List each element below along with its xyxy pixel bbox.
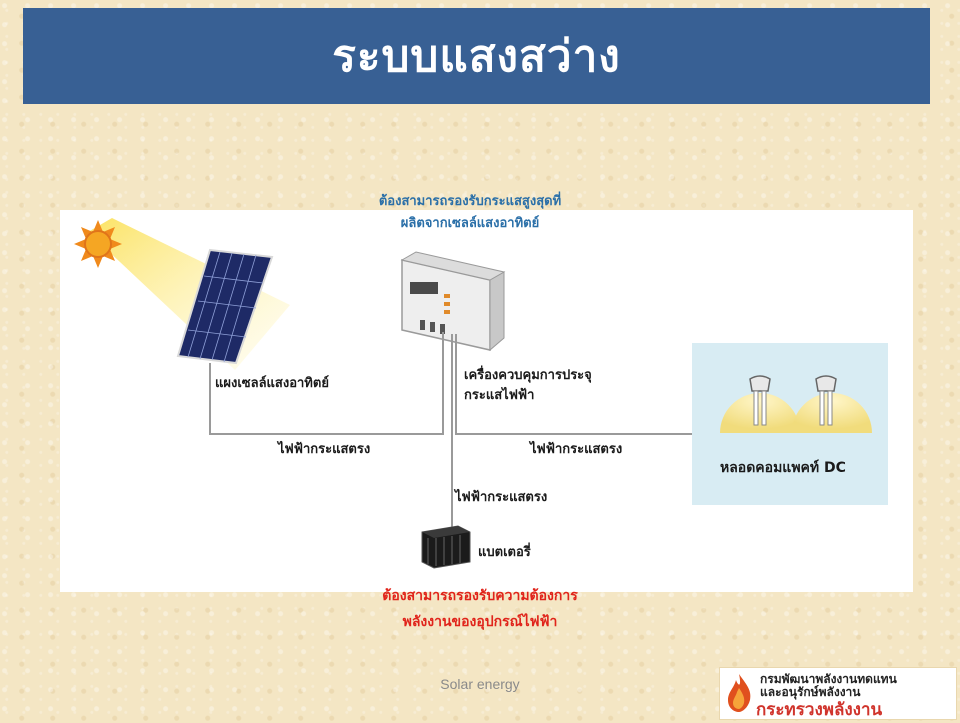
wire-controller-to-lamp bbox=[455, 334, 692, 435]
dc-left-label: ไฟฟ้ากระแสตรง bbox=[278, 442, 371, 457]
controller-label-line2: กระแสไฟฟ้า bbox=[464, 388, 535, 403]
charge-controller-icon bbox=[400, 251, 506, 352]
sun-icon bbox=[74, 220, 122, 268]
logo-line1: กรมพัฒนาพลังงานทดแทน bbox=[760, 672, 897, 686]
note-top-line2: ผลิตจากเซลล์แสงอาทิตย์ bbox=[400, 216, 540, 231]
lamp-graphics bbox=[720, 375, 872, 433]
ministry-logo: กรมพัฒนาพลังงานทดแทน และอนุรักษ์พลังงาน … bbox=[719, 667, 957, 720]
solar-lighting-diagram: หลอดคอมแพคท์ DC แผงเซลล์แสงอาทิตย์ เครื่… bbox=[60, 210, 913, 592]
battery-icon bbox=[421, 525, 471, 569]
wiring bbox=[209, 332, 692, 528]
compact-lamp-icon-right bbox=[792, 375, 872, 433]
battery-label: แบตเตอรี่ bbox=[478, 545, 531, 560]
title-bar: ระบบแสงสว่าง bbox=[23, 8, 930, 104]
lamp-label: หลอดคอมแพคท์ DC bbox=[720, 460, 846, 476]
footer-caption: Solar energy bbox=[440, 676, 520, 692]
dc-down-label: ไฟฟ้ากระแสตรง bbox=[455, 490, 548, 505]
note-bottom-line1: ต้องสามารถรองรับความต้องการ bbox=[382, 588, 578, 604]
page-title: ระบบแสงสว่าง bbox=[332, 31, 621, 82]
note-energy-demand: ต้องสามารถรองรับความต้องการ พลังงานของอุ… bbox=[310, 583, 650, 635]
compact-lamp-icon-left bbox=[720, 375, 800, 433]
dc-right-label: ไฟฟ้ากระแสตรง bbox=[530, 442, 623, 457]
note-bottom-line2: พลังงานของอุปกรณ์ไฟฟ้า bbox=[402, 614, 558, 630]
solar-panel-label: แผงเซลล์แสงอาทิตย์ bbox=[215, 376, 329, 391]
wire-panel-to-controller bbox=[209, 332, 444, 435]
lamp-panel: หลอดคอมแพคท์ DC bbox=[692, 343, 888, 505]
logo-line3: กระทรวงพลังงาน bbox=[756, 700, 883, 720]
flame-icon bbox=[728, 674, 751, 712]
logo-line2: และอนุรักษ์พลังงาน bbox=[760, 685, 861, 699]
solar-panel-icon bbox=[176, 248, 274, 365]
diagram-graphics bbox=[74, 218, 692, 569]
note-max-current: ต้องสามารถรองรับกระแสสูงสุดที่ ผลิตจากเซ… bbox=[320, 191, 620, 235]
note-top-line1: ต้องสามารถรองรับกระแสสูงสุดที่ bbox=[378, 194, 562, 209]
controller-label-line1: เครื่องควบคุมการประจุ bbox=[464, 368, 592, 383]
